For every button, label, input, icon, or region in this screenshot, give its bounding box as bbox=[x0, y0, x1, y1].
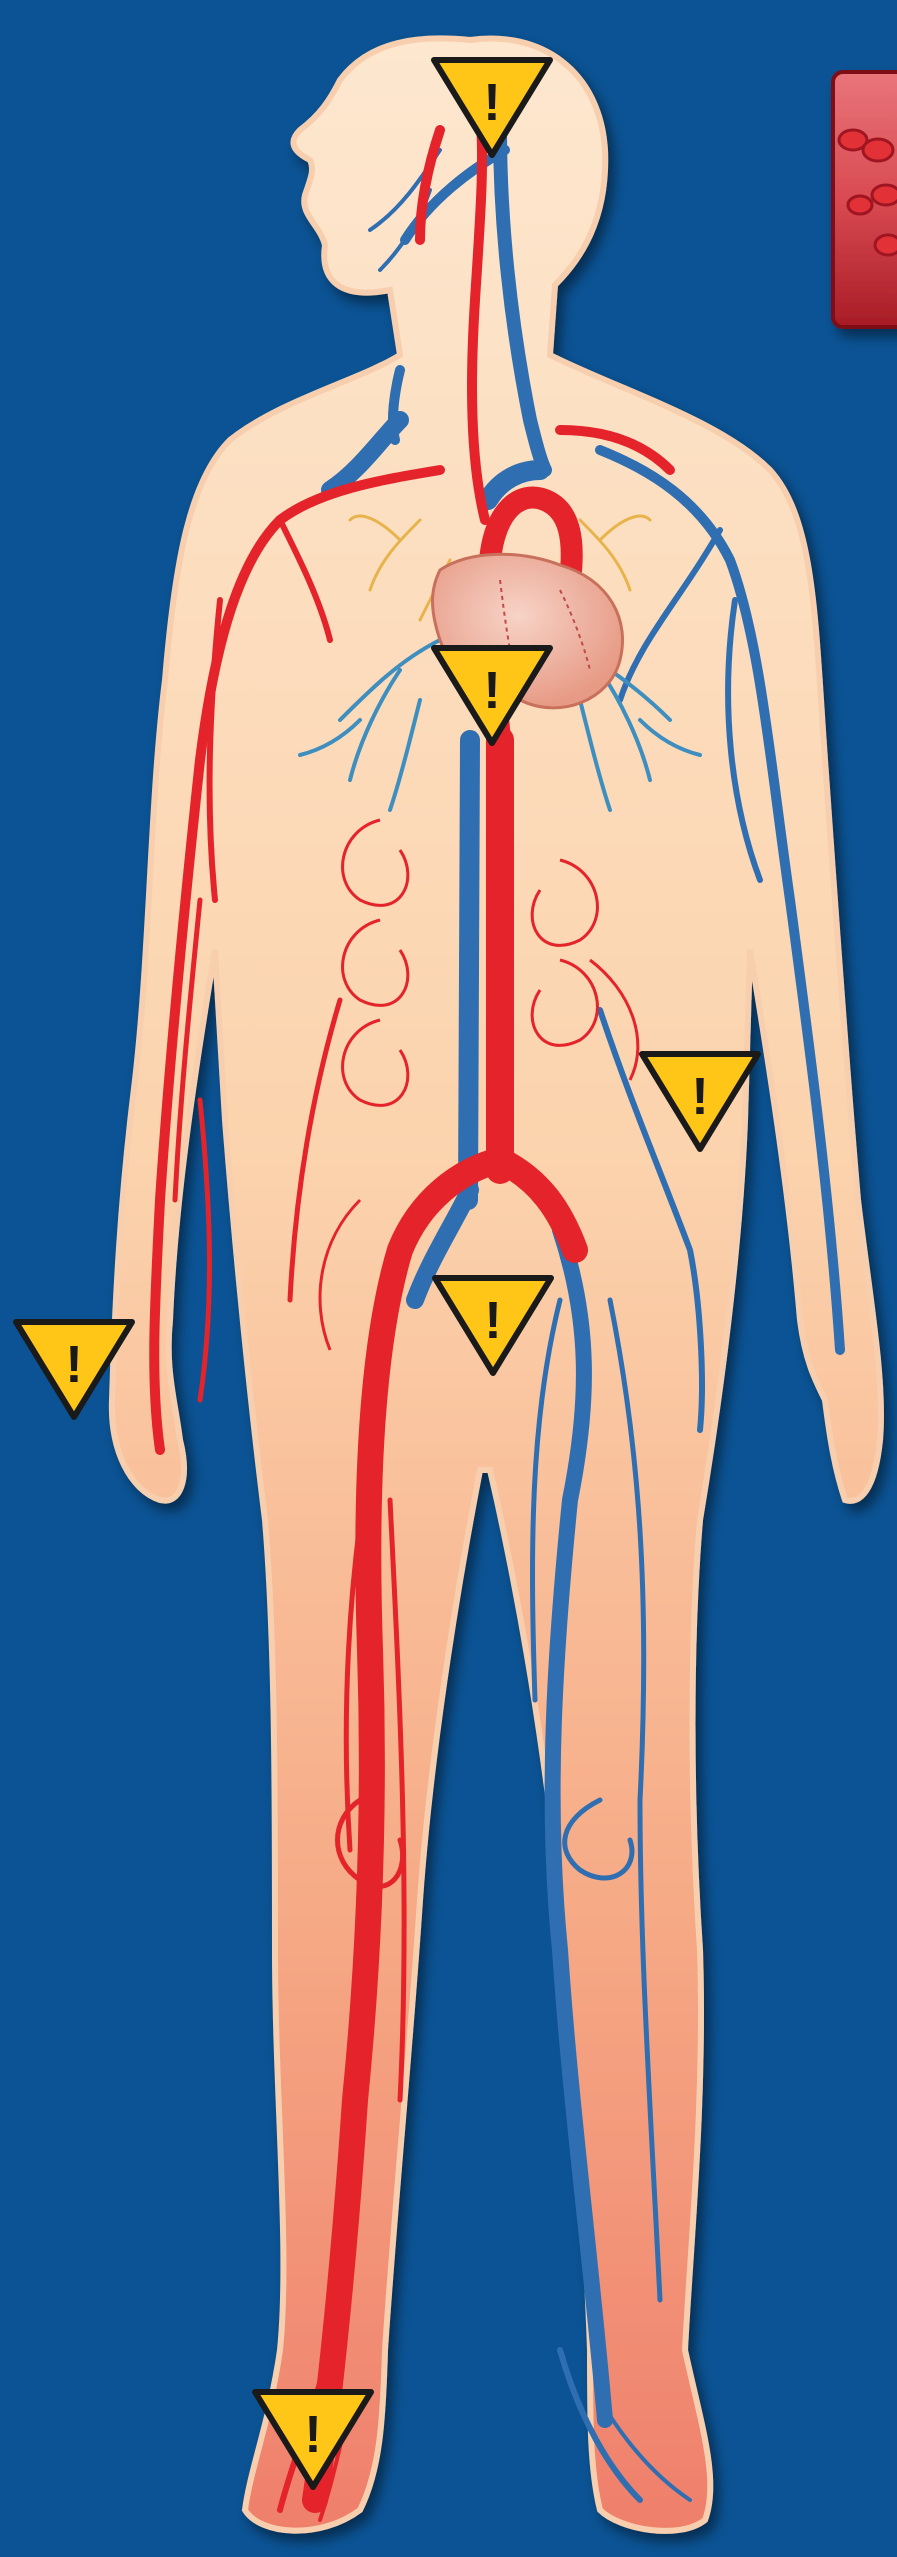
blood-vessel-inset bbox=[833, 72, 897, 327]
warning-marker-hand-label: ! bbox=[65, 1336, 82, 1394]
warning-marker-heart-label: ! bbox=[483, 662, 500, 720]
warning-marker-pelvis-label: ! bbox=[484, 1292, 501, 1350]
warning-marker-abdomen-label: ! bbox=[691, 1068, 708, 1126]
warning-marker-head-label: ! bbox=[483, 74, 500, 132]
warning-marker-foot-label: ! bbox=[304, 2406, 321, 2464]
